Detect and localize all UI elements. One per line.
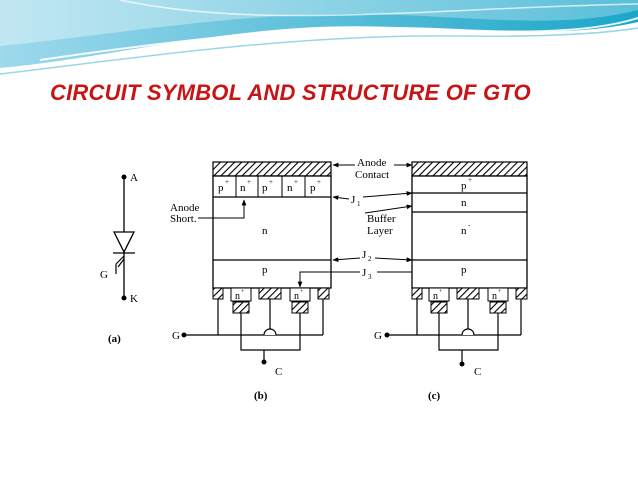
cathode-n-b1: n [235, 291, 240, 302]
cathode-n-c2: n [492, 291, 497, 302]
j3-sub: 3 [368, 273, 372, 281]
cathode-contact-b2 [291, 301, 309, 314]
seg-4-sup: + [294, 178, 298, 186]
cathode-contact-c2 [489, 301, 507, 314]
cathode-contact-b1 [232, 301, 250, 314]
slide-title: CIRCUIT SYMBOL AND STRUCTURE OF GTO [50, 80, 531, 105]
gate-contact-c1 [411, 287, 423, 300]
gto-structure-c: p + n n - p n + n + G C (c) [374, 161, 528, 402]
cathode-contact-c1 [430, 301, 448, 314]
j2-sub: 2 [368, 255, 372, 263]
seg-3: p [262, 182, 268, 194]
cathode-n-b2-sup: + [300, 289, 304, 295]
layer-p-plus-sup: + [468, 176, 472, 184]
gate-contact-c2 [456, 287, 480, 300]
anode-contact-b [212, 161, 332, 177]
layer-n-minus-c: n [461, 225, 467, 237]
cathode-n-c1-sup: + [439, 289, 443, 295]
seg-1: p [218, 182, 224, 194]
layer-p-plus-c: p [461, 180, 467, 192]
seg-2-sup: + [247, 178, 251, 186]
buffer-label-2: Layer [367, 225, 393, 237]
gate-label-c: G [374, 330, 382, 342]
j2-label: J [362, 249, 367, 261]
gate-contact-c3 [515, 287, 528, 300]
layer-buffer-n-c: n [461, 197, 467, 209]
seg-2: n [240, 182, 246, 194]
silicon-body-c [411, 175, 528, 289]
cathode-island-b1 [230, 287, 252, 302]
j1-label: J [351, 194, 356, 206]
anode-contact-label-2: Contact [355, 169, 389, 181]
cathode-island-b2 [289, 287, 311, 302]
layer-p-b: p [262, 264, 268, 276]
cathode-n-b2: n [294, 291, 299, 302]
cathode-label-c: C [474, 366, 481, 378]
caption-c: (c) [428, 390, 441, 402]
j1-sub: 1 [357, 200, 361, 208]
layer-p-c: p [461, 264, 467, 276]
gate-label-b: G [172, 330, 180, 342]
buffer-label-1: Buffer [367, 213, 396, 225]
layer-n-minus-sup: - [468, 221, 471, 229]
gate-contact-b3 [317, 287, 330, 300]
symbol-cathode-label: K [130, 293, 138, 305]
gate-contact-b1 [212, 287, 224, 300]
anode-short-label-2: Short. [170, 213, 197, 225]
cathode-island-c2 [487, 287, 509, 302]
gto-structure-b: p + n + p + n + p + n p Anode Short. n +… [170, 161, 332, 402]
anode-short-label-1: Anode [170, 202, 199, 214]
seg-1-sup: + [225, 178, 229, 186]
caption-a: (a) [108, 333, 121, 345]
symbol-anode-label: A [130, 172, 138, 184]
caption-b: (b) [254, 390, 268, 402]
seg-4: n [287, 182, 293, 194]
cathode-terminal [121, 295, 127, 301]
cathode-island-c1 [428, 287, 450, 302]
cathode-n-c1: n [433, 291, 438, 302]
silicon-body-b [212, 175, 332, 289]
seg-5-sup: + [317, 178, 321, 186]
j3-label: J [362, 267, 367, 279]
cathode-n-b1-sup: + [241, 289, 245, 295]
gate-contact-b2 [258, 287, 282, 300]
layer-n-b: n [262, 225, 268, 237]
seg-3-sup: + [269, 178, 273, 186]
thyristor-triangle [112, 231, 136, 254]
anode-contact-c [411, 161, 528, 177]
cathode-n-c2-sup: + [498, 289, 502, 295]
cathode-label-b: C [275, 366, 282, 378]
anode-contact-label-1: Anode [357, 157, 386, 169]
seg-5: p [310, 182, 316, 194]
symbol-gate-label: G [100, 269, 108, 281]
gto-symbol: A G K (a) [100, 172, 138, 345]
